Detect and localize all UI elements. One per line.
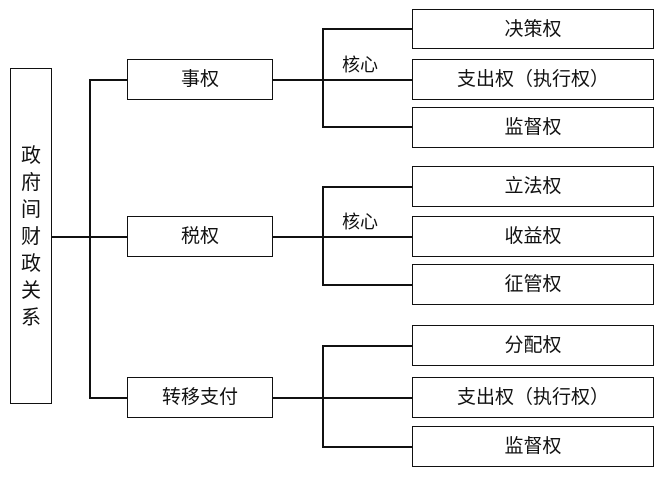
branch-label: 转移支付 [161, 386, 238, 408]
child-label: 决策权 [504, 17, 562, 40]
child-node: 征管权 [412, 264, 654, 305]
child-label: 征管权 [504, 273, 562, 295]
child-label: 分配权 [504, 334, 562, 356]
root-title-char: 关 [21, 277, 41, 302]
connector-branch-2-child-1 [322, 186, 412, 188]
connector-branch-1-spine [322, 28, 324, 126]
connector-trunk-to-branch-2 [89, 236, 127, 238]
child-label: 监督权 [504, 116, 562, 138]
connector-branch-2-spine [322, 186, 324, 285]
child-label: 立法权 [504, 175, 562, 197]
child-label: 支出权（执行权） [456, 386, 609, 408]
root-title-char: 间 [21, 196, 41, 221]
child-label: 支出权（执行权） [456, 68, 609, 90]
branch-node-shuiquan: 税权 [127, 216, 273, 257]
connector-branch-1-to-children [273, 79, 323, 81]
child-label: 监督权 [504, 435, 562, 457]
branch-label: 事权 [180, 68, 219, 90]
connector-branch-3-child-3 [322, 446, 412, 448]
connector-branch-2-child-2 [322, 236, 412, 238]
connector-trunk-to-branch-1 [89, 79, 127, 81]
root-title-char: 财 [21, 223, 41, 248]
connector-trunk-to-branch-3 [89, 397, 127, 399]
child-node: 收益权 [412, 216, 654, 257]
child-node: 分配权 [412, 325, 654, 366]
connector-branch-2-child-3 [322, 284, 412, 286]
root-title-char: 政 [21, 250, 41, 275]
child-label: 收益权 [504, 225, 562, 247]
child-node: 支出权（执行权） [412, 59, 654, 100]
connector-branch-3-child-1 [322, 345, 412, 347]
connector-branch-3-child-2 [322, 397, 412, 399]
child-node: 监督权 [412, 426, 654, 467]
child-node: 立法权 [412, 166, 654, 207]
connector-branch-1-child-2 [322, 79, 412, 81]
branch-node-shiquan: 事权 [127, 59, 273, 100]
branch-label: 税权 [180, 225, 219, 247]
branch-node-transfer-payment: 转移支付 [127, 377, 273, 418]
root-title-char: 系 [21, 304, 41, 329]
root-node: 政 府 间 财 政 关 系 [10, 68, 52, 404]
connector-branch-1-child-3 [322, 126, 412, 128]
child-node: 支出权（执行权） [412, 377, 654, 418]
root-title-char: 府 [21, 169, 41, 194]
child-node: 决策权 [412, 9, 654, 49]
connector-branch-2-to-children [273, 236, 323, 238]
connector-trunk [89, 79, 91, 398]
connector-branch-3-to-children [273, 397, 323, 399]
core-label: 核心 [342, 55, 378, 76]
connector-root-to-trunk [52, 236, 90, 238]
child-node: 监督权 [412, 107, 654, 148]
root-title-char: 政 [21, 142, 41, 167]
core-label: 核心 [342, 212, 378, 233]
connector-branch-3-spine [322, 345, 324, 447]
connector-branch-1-child-1 [322, 28, 412, 30]
